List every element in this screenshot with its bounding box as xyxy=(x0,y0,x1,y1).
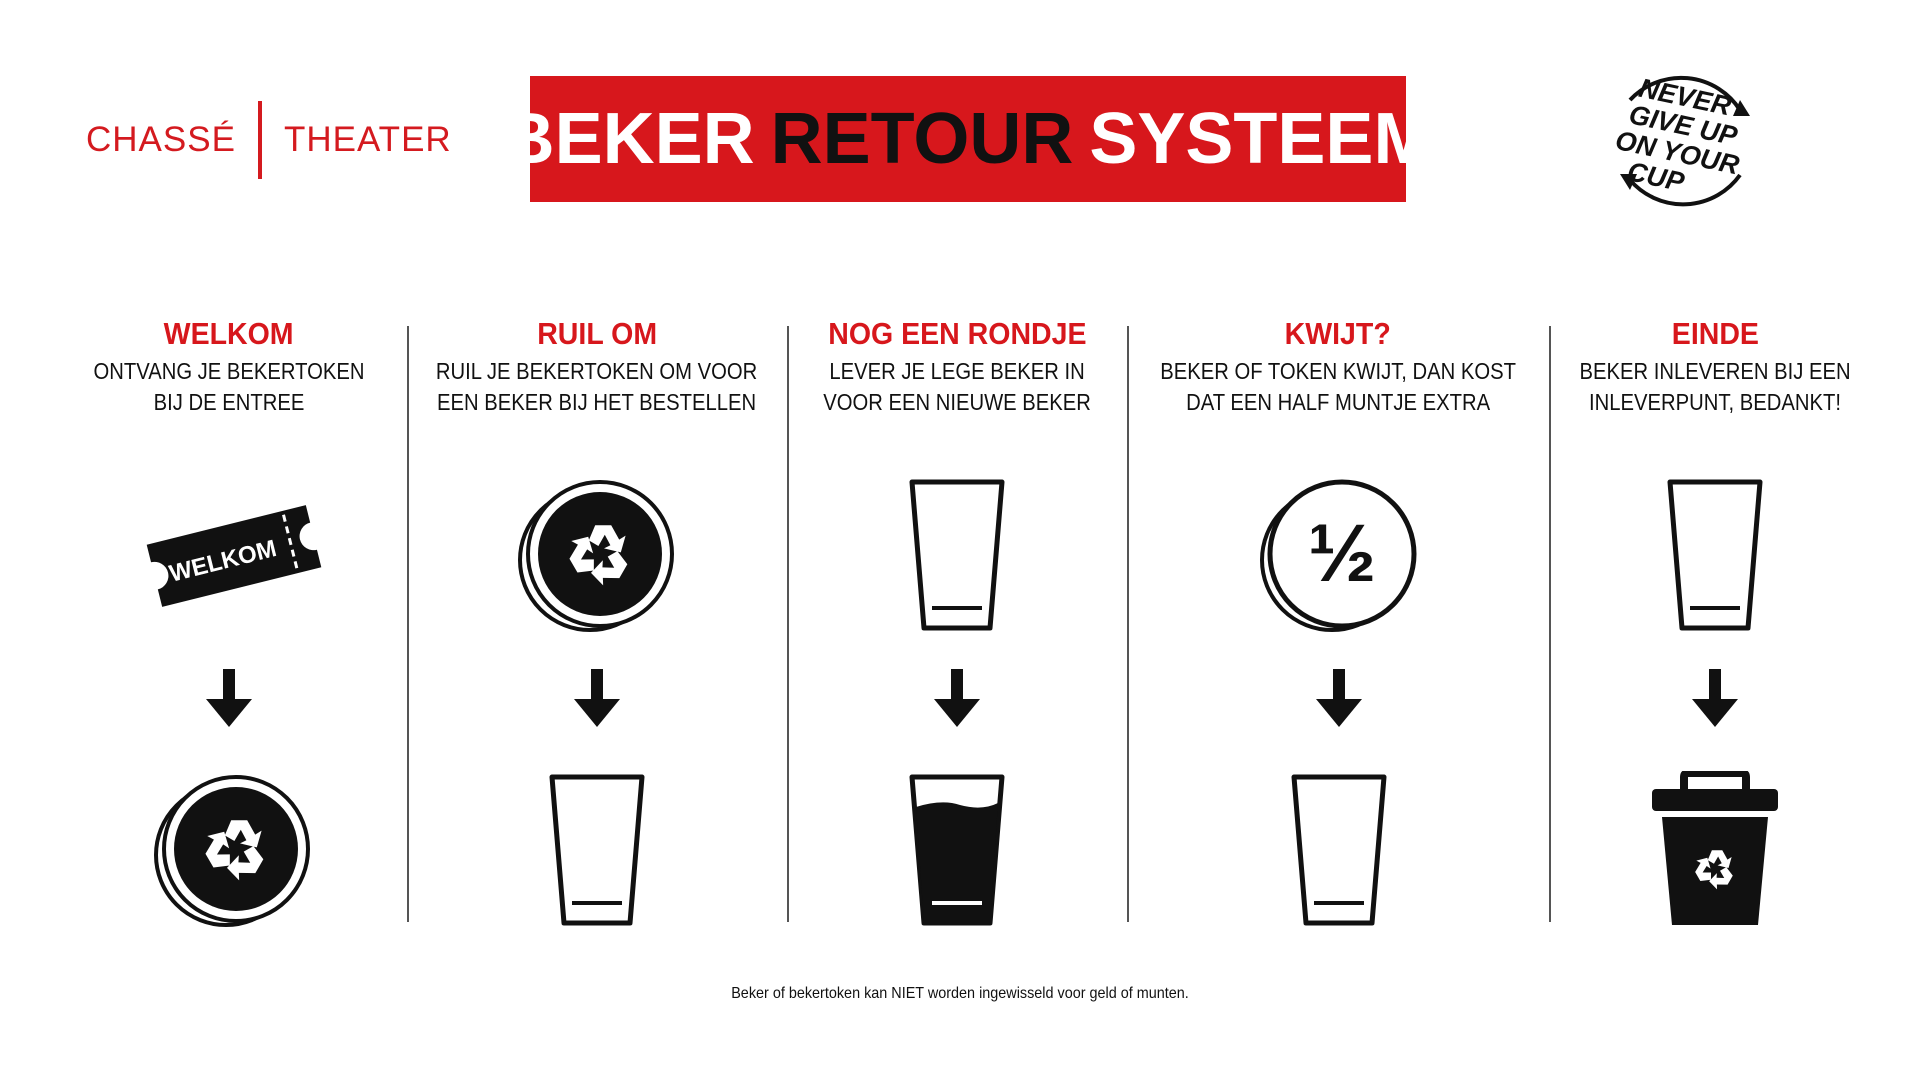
ticket-icon: WELKOM xyxy=(146,505,322,607)
recycle-token-icon xyxy=(518,480,674,632)
step-desc-line: BEKER OF TOKEN KWIJT, DAN KOST xyxy=(1160,358,1516,384)
step-title: RUIL OM xyxy=(537,316,657,351)
chasse-theater-logo: CHASSÉ THEATER xyxy=(86,100,452,180)
step-desc-line: ONTVANG JE BEKERTOKEN xyxy=(93,358,365,384)
title-banner: BEKER RETOUR SYSTEEM xyxy=(503,76,1433,202)
empty-cup-icon xyxy=(549,774,645,926)
step-desc-line: RUIL JE BEKERTOKEN OM VOOR xyxy=(436,358,758,384)
step-desc-line: EEN BEKER BIJ HET BESTELLEN xyxy=(437,389,757,415)
step-welkom: WELKOM ONTVANG JE BEKERTOKEN BIJ DE ENTR… xyxy=(86,316,372,927)
column-divider xyxy=(407,326,409,922)
arrow-down-icon xyxy=(1316,669,1362,727)
title-part-systeem: SYSTEEM xyxy=(1089,99,1434,179)
step-kwijt: KWIJT? BEKER OF TOKEN KWIJT, DAN KOST DA… xyxy=(1138,316,1538,926)
full-cup-icon xyxy=(909,774,1005,926)
title-part-retour: RETOUR xyxy=(770,99,1074,179)
step-description: RUIL JE BEKERTOKEN OM VOOR EEN BEKER BIJ… xyxy=(436,356,757,418)
recycle-token-icon xyxy=(154,775,310,927)
step-title: KWIJT? xyxy=(1284,316,1392,351)
step-nog-een-rondje: NOG EEN RONDJE LEVER JE LEGE BEKER IN VO… xyxy=(798,316,1116,926)
step-ruil-om: RUIL OM RUIL JE BEKERTOKEN OM VOOR EEN B… xyxy=(418,316,776,926)
empty-cup-icon xyxy=(909,479,1005,631)
step-einde: EINDE BEKER INLEVEREN BIJ EEN INLEVERPUN… xyxy=(1560,316,1870,926)
logo-chasse: CHASSÉ xyxy=(86,120,236,159)
step-title: WELKOM xyxy=(164,316,294,351)
step-desc-line: DAT EEN HALF MUNTJE EXTRA xyxy=(1185,389,1491,415)
arrow-down-icon xyxy=(206,669,252,727)
coin-half-text: ½ xyxy=(1308,508,1376,599)
step-description: BEKER OF TOKEN KWIJT, DAN KOST DAT EEN H… xyxy=(1160,356,1516,418)
step-description: ONTVANG JE BEKERTOKEN BIJ DE ENTREE xyxy=(93,356,364,418)
arrow-down-icon xyxy=(934,669,980,727)
arrow-down-icon xyxy=(1692,669,1738,727)
never-give-up-badge: NEVER GIVE UP ON YOUR CUP xyxy=(1613,73,1750,207)
column-divider xyxy=(1127,326,1129,922)
step-desc-line: LEVER JE LEGE BEKER IN xyxy=(829,358,1085,384)
step-desc-line: BIJ DE ENTREE xyxy=(153,389,305,415)
step-description: BEKER INLEVEREN BIJ EEN INLEVERPUNT, BED… xyxy=(1579,356,1850,418)
empty-cup-icon xyxy=(1291,774,1387,926)
title-part-beker: BEKER xyxy=(502,99,755,179)
arrow-down-icon xyxy=(574,669,620,727)
column-divider xyxy=(787,326,789,922)
step-title: EINDE xyxy=(1671,316,1759,351)
column-divider xyxy=(1549,326,1551,922)
step-desc-line: VOOR EEN NIEUWE BEKER xyxy=(823,389,1091,415)
empty-cup-icon xyxy=(1667,479,1763,631)
step-description: LEVER JE LEGE BEKER IN VOOR EEN NIEUWE B… xyxy=(823,356,1091,418)
logo-separator xyxy=(257,101,262,179)
step-desc-line: BEKER INLEVEREN BIJ EEN xyxy=(1579,358,1851,384)
half-coin-icon: ½ xyxy=(1260,479,1417,632)
recycle-bin-icon xyxy=(1652,771,1778,925)
footer-note: Beker of bekertoken kan NIET worden inge… xyxy=(731,985,1189,1002)
step-title: NOG EEN RONDJE xyxy=(827,316,1087,351)
step-desc-line: INLEVERPUNT, BEDANKT! xyxy=(1589,389,1841,415)
logo-theater: THEATER xyxy=(283,120,452,159)
